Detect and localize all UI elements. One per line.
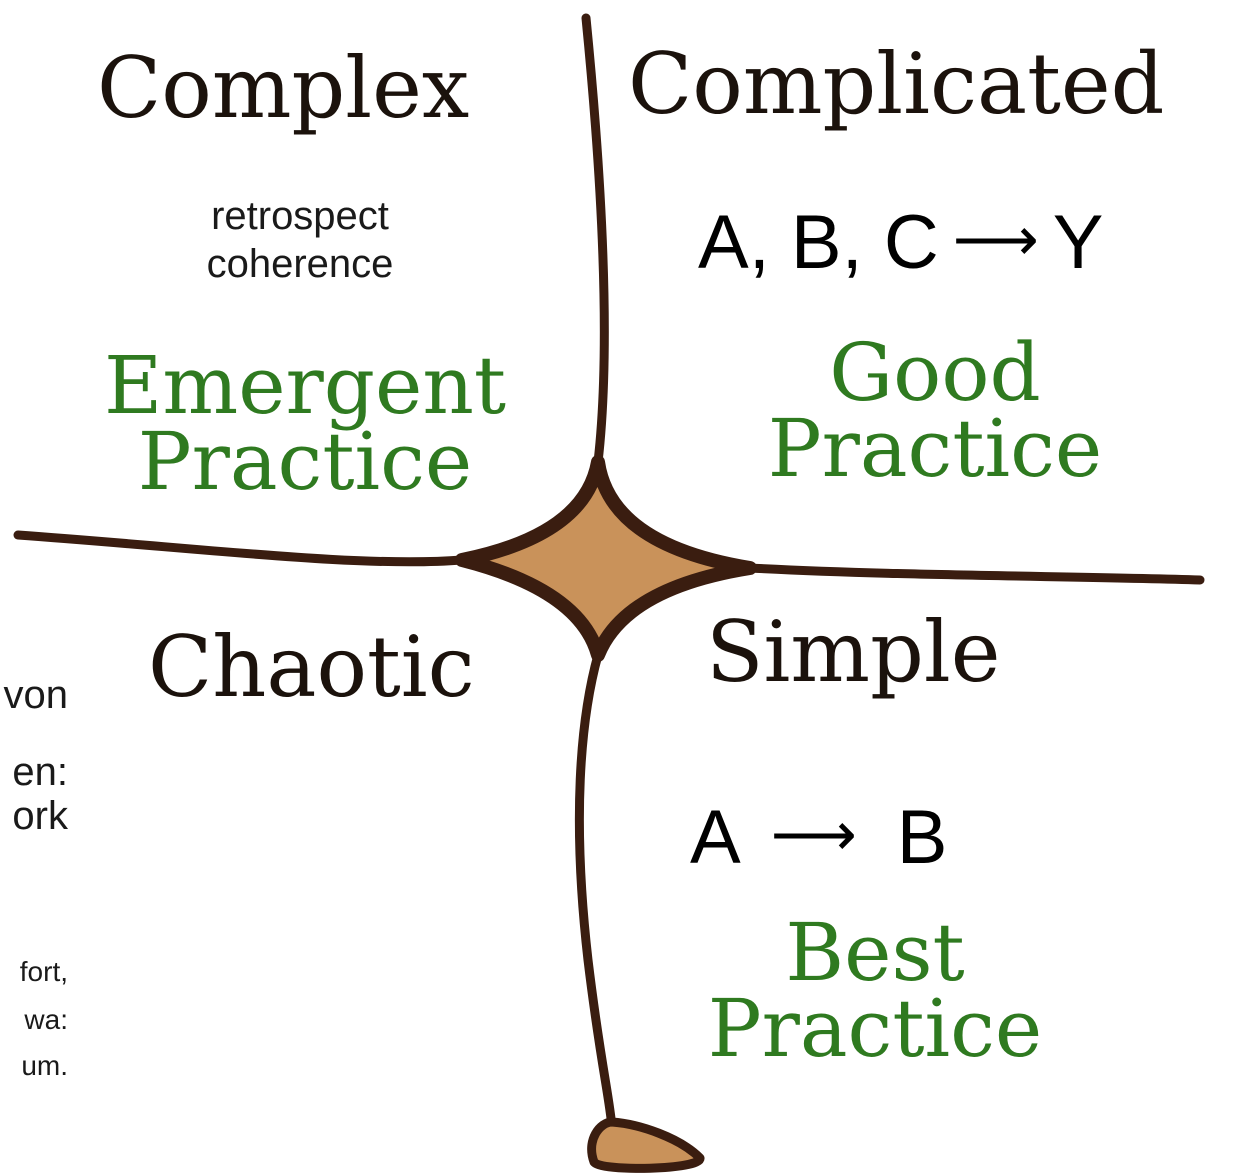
boundary-bottom — [574, 650, 617, 1133]
simple-formula-left: A — [690, 795, 741, 880]
good-practice: Good Practice — [700, 326, 1170, 495]
complicated-formula-right: Y — [1052, 200, 1104, 285]
complicated-title: Complicated — [628, 35, 1165, 133]
good-practice-line2: Practice — [767, 402, 1103, 495]
best-practice: Best Practice — [640, 906, 1110, 1075]
arrow-icon: ⟶ — [952, 206, 1039, 273]
emergent-practice: Emergent Practice — [70, 339, 540, 508]
emergent-practice-line2: Practice — [137, 415, 473, 508]
simple-formula: A⟶B — [690, 800, 947, 876]
complex-title: Complex — [97, 39, 470, 137]
complicated-formula-left: A, B, C — [698, 200, 939, 285]
best-practice-line2: Practice — [707, 982, 1043, 1075]
left-fragment-2: en: — [12, 750, 68, 794]
left-fragment-3: ork — [12, 794, 68, 838]
best-practice-line1: Best — [785, 906, 965, 999]
cliff-blob — [587, 1117, 705, 1173]
simple-title: Simple — [706, 603, 1001, 701]
emergent-practice-line1: Emergent — [103, 339, 507, 432]
left-fragment-4: fort, — [19, 956, 68, 987]
left-fragment-5: wa: — [24, 1004, 68, 1035]
complex-note-line2: coherence — [206, 242, 394, 286]
complex-note-line1: retrospect — [211, 194, 389, 238]
boundary-right — [745, 563, 1205, 585]
boundary-left — [13, 530, 467, 567]
complicated-formula: A, B, C⟶Y — [698, 205, 1103, 281]
complex-note: retrospect coherence — [170, 192, 430, 288]
chaotic-title: Chaotic — [148, 618, 475, 716]
simple-formula-right: B — [896, 795, 948, 880]
arrow-icon: ⟶ — [770, 801, 857, 868]
boundary-top — [581, 13, 609, 467]
left-fragment-1: von — [3, 673, 69, 717]
left-fragment-6: um. — [21, 1050, 68, 1081]
good-practice-line1: Good — [829, 326, 1041, 419]
